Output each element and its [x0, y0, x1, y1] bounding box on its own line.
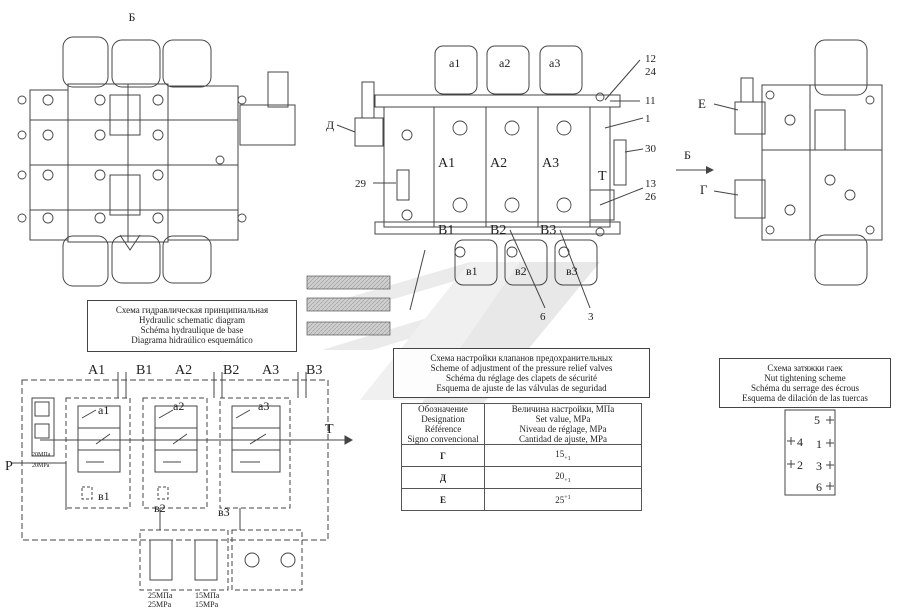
relief-left-ru: 20МПа	[32, 452, 51, 458]
view-b-label: Б	[129, 10, 136, 24]
caption-tightening-en: Nut tightening scheme	[764, 373, 846, 383]
schem-spool-v1: в1	[98, 489, 110, 503]
nut-5: 5	[814, 413, 820, 427]
valve-label-g: Г	[700, 182, 708, 197]
relief-bottom1-en: 25MPa	[148, 600, 172, 609]
caption-adjustment-fr: Schéma du réglage des clapets de sécurit…	[446, 373, 597, 383]
section-label-b3: B3	[540, 223, 556, 238]
port-label-a3: a3	[549, 56, 560, 70]
hydraulic-schematic	[12, 372, 354, 591]
caption-tightening: Схема затяжки гаек Nut tightening scheme…	[719, 358, 891, 408]
row-value: 20+1	[484, 466, 642, 489]
right-view	[713, 39, 883, 286]
caption-adjustment: Схема настройки клапанов предохранительн…	[393, 348, 650, 398]
section-label-b1: B1	[438, 223, 454, 238]
table-row: Е 25+1	[401, 488, 642, 511]
schem-port-b2: B2	[223, 363, 239, 378]
schem-spool-a3: a3	[258, 399, 269, 413]
arrow-b-label: Б	[684, 148, 691, 162]
nut-4: 4	[797, 435, 803, 449]
nut-3: 3	[816, 459, 822, 473]
relief-bottom2-ru: 15МПа	[195, 591, 220, 600]
port-label-v1: в1	[466, 264, 478, 278]
port-label-v3: в3	[566, 264, 578, 278]
relief-bottom1-ru: 25МПа	[148, 591, 173, 600]
nut-2: 2	[797, 458, 803, 472]
valve-label-e: E	[698, 96, 706, 111]
schem-spool-a2: a2	[173, 399, 184, 413]
schem-port-t: T	[325, 422, 334, 437]
callout-1: 1	[645, 113, 651, 125]
view-arrow-b: Б	[676, 148, 714, 174]
section-label-a1: A1	[438, 156, 455, 171]
section-label-a2: A2	[490, 156, 507, 171]
nut-1: 1	[816, 437, 822, 451]
schem-spool-v3: в3	[218, 505, 230, 519]
front-view-labels: a1 a2 a3 A1 A2 A3 B1 B2 B3 в1 в2 в3 T Д …	[326, 53, 657, 323]
callout-29: 29	[355, 178, 367, 190]
nut-scheme-labels: 5 4 1 2 3 6	[797, 413, 822, 494]
side-view-b	[17, 36, 296, 287]
callout-26: 26	[645, 191, 657, 203]
callout-30: 30	[645, 143, 657, 155]
caption-schematic-en: Hydraulic schematic diagram	[139, 315, 245, 325]
callout-13: 13	[645, 178, 657, 190]
valve-label-d: Д	[326, 118, 334, 132]
row-sign: Г	[401, 444, 485, 467]
callout-6: 6	[540, 311, 546, 323]
callout-11: 11	[645, 95, 656, 107]
schematic-labels: A1 B1 A2 B2 A3 B3 T P a1 a2 a3 в1 в2 в3 …	[5, 363, 334, 609]
row-sign: Д	[401, 466, 485, 489]
schem-port-b3: B3	[306, 363, 322, 378]
caption-schematic: Схема гидравлическая принципиальная Hydr…	[87, 300, 297, 352]
section-label-a3: A3	[542, 156, 559, 171]
section-label-b2: B2	[490, 223, 506, 238]
callout-12: 12	[645, 53, 656, 65]
schem-spool-a1: a1	[98, 403, 109, 417]
port-label-v2: в2	[515, 264, 527, 278]
schem-port-a1: A1	[88, 363, 105, 378]
caption-adjustment-ru: Схема настройки клапанов предохранительн…	[430, 353, 613, 363]
caption-adjustment-en: Scheme of adjustment of the pressure rel…	[430, 363, 613, 373]
caption-schematic-ru: Схема гидравлическая принципиальная	[115, 305, 269, 315]
hatched-tags	[306, 275, 391, 336]
caption-schematic-es: Diagrama hidraúlico esquemático	[131, 335, 253, 345]
row-value: 15+1	[484, 444, 642, 467]
callout-3: 3	[588, 311, 594, 323]
nut-scheme	[784, 409, 836, 496]
callout-24: 24	[645, 66, 657, 78]
port-label-t: T	[598, 169, 607, 184]
settings-table: Обозначение Designation Référence Signo …	[401, 403, 642, 511]
header-set-value: Величина настройки, МПа Set value, MPa N…	[484, 403, 642, 445]
row-value: 25+1	[484, 488, 642, 511]
table-row: Г 15+1	[401, 444, 642, 467]
relief-left-en: 20MPa	[32, 463, 50, 469]
settings-table-header: Обозначение Designation Référence Signo …	[401, 403, 642, 445]
port-label-a1: a1	[449, 56, 460, 70]
caption-tightening-ru: Схема затяжки гаек	[767, 363, 843, 373]
caption-tightening-fr: Schéma du serrage des écrous	[751, 383, 859, 393]
schem-port-a2: A2	[175, 363, 192, 378]
schem-port-a3: A3	[262, 363, 279, 378]
schem-spool-v2: в2	[154, 501, 166, 515]
schem-port-b1: B1	[136, 363, 152, 378]
caption-tightening-es: Esquema de dilación de las tuercas	[742, 393, 868, 403]
schem-port-p: P	[5, 459, 13, 474]
header-designation: Обозначение Designation Référence Signo …	[401, 403, 485, 445]
relief-bottom2-en: 15MPa	[195, 600, 219, 609]
caption-adjustment-es: Esquema de ajuste de las válvulas de seg…	[436, 383, 607, 393]
front-view	[336, 45, 644, 311]
port-label-a2: a2	[499, 56, 510, 70]
table-row: Д 20+1	[401, 466, 642, 489]
row-sign: Е	[401, 488, 485, 511]
caption-schematic-fr: Schéma hydraulique de base	[140, 325, 244, 335]
nut-6: 6	[816, 480, 822, 494]
